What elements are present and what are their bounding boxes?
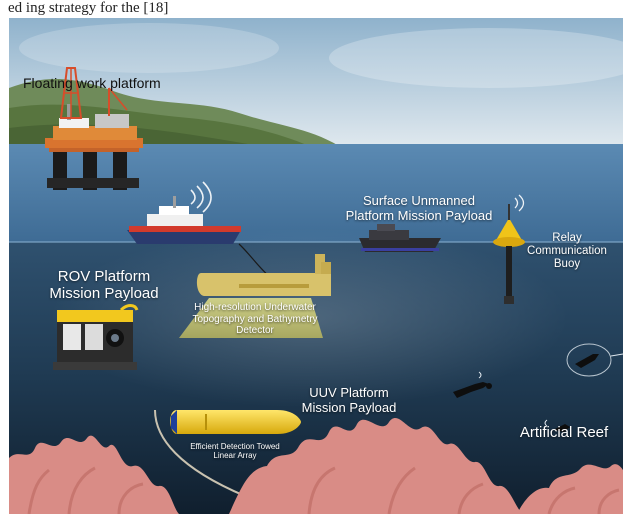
coral-reef: [9, 418, 623, 514]
label-towed-line-1: Efficient Detection Towed: [190, 442, 280, 451]
label-surface-line-1: Surface Unmanned: [362, 193, 475, 208]
rov-vehicle: [53, 304, 139, 370]
label-towed-line-2: Linear Array: [213, 451, 257, 461]
label-relay-line-3: Buoy: [553, 258, 581, 271]
label-bathymetry-detector: High-resolution Underwater Topography an…: [185, 302, 325, 337]
label-surface-unmanned-platform: Surface Unmanned Platform Mission Payloa…: [329, 193, 509, 224]
label-relay-buoy: Relay Communication Buoy: [525, 232, 609, 272]
diver-1: [453, 371, 492, 398]
label-detector-line-1: High-resolution Underwater: [194, 302, 316, 313]
label-rov-platform: ROV Platform Mission Payload: [29, 268, 179, 303]
sea-surface: [9, 144, 623, 244]
uuv-vehicle: [170, 410, 301, 434]
label-uuv-line-1: UUV Platform: [309, 385, 389, 400]
towed-linear-array: [154, 409, 246, 497]
bathymetry-detector-vehicle: [196, 254, 331, 296]
label-relay-line-1: Relay: [552, 232, 582, 244]
relay-communication-buoy: [493, 194, 525, 304]
diver-2: [566, 343, 623, 377]
label-surface-line-2: Platform Mission Payload: [345, 207, 493, 223]
ocean-scene-illustration: Floating work platform Surface Unmanned …: [9, 18, 623, 514]
label-uuv-platform: UUV Platform Mission Payload: [289, 385, 409, 416]
label-towed-linear-array: Efficient Detection Towed Linear Array: [175, 442, 295, 460]
page-caption: ed ing strategy for the [18]: [0, 0, 630, 18]
research-ship: [127, 181, 241, 244]
label-artificial-reef: Artificial Reef: [519, 424, 609, 441]
label-detector-line-2: Topography and Bathymetry: [192, 313, 318, 325]
surface-unmanned-platform: [359, 224, 441, 252]
scene-artwork: [9, 18, 623, 514]
label-uuv-line-2: Mission Payload: [301, 399, 397, 415]
label-rov-line-1: ROV Platform: [57, 268, 151, 285]
label-rov-line-2: Mission Payload: [49, 285, 159, 303]
label-floating-work-platform: Floating work platform: [23, 75, 161, 91]
diver-3: [544, 419, 570, 432]
label-detector-line-3: Detector: [236, 325, 274, 336]
floating-work-platform: [45, 67, 143, 190]
label-relay-line-2: Communication: [527, 245, 607, 258]
sonar-beam: [179, 298, 323, 338]
